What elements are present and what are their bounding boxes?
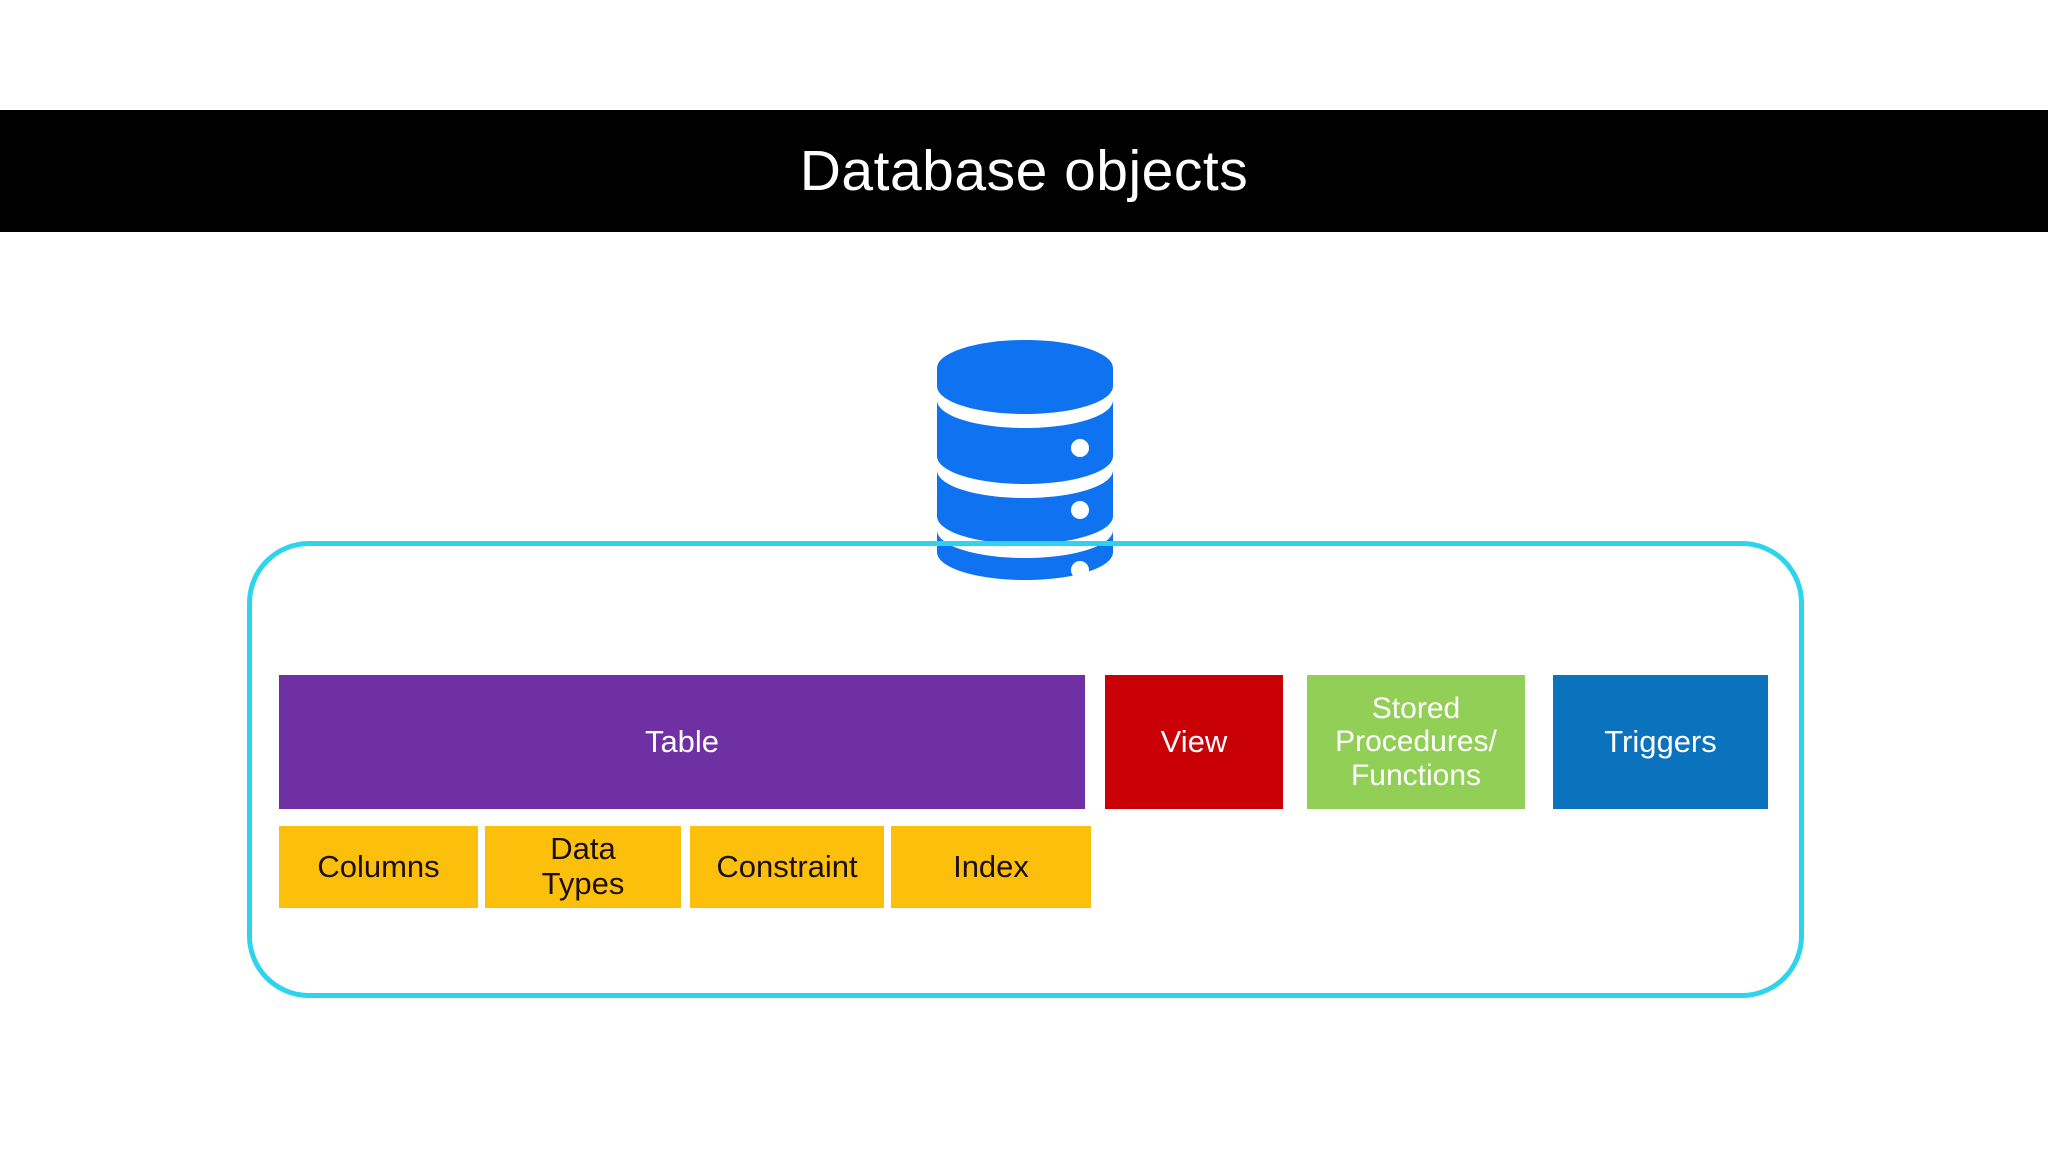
object-box-index-label: Index xyxy=(953,848,1029,884)
object-box-columns[interactable]: Columns xyxy=(279,826,478,908)
object-box-columns-label: Columns xyxy=(317,848,440,884)
object-box-data-types-label: Data Types xyxy=(541,831,625,901)
object-box-constraint-label: Constraint xyxy=(716,848,858,884)
object-box-index[interactable]: Index xyxy=(891,826,1091,908)
object-box-constraint[interactable]: Constraint xyxy=(690,826,884,908)
object-box-table-label: Table xyxy=(644,723,720,759)
object-box-stored-procedures-label: Stored Procedures/ Functions xyxy=(1335,691,1497,792)
database-icon xyxy=(935,338,1115,582)
object-box-triggers-label: Triggers xyxy=(1604,723,1717,759)
object-box-data-types[interactable]: Data Types xyxy=(485,826,681,908)
slide-title-bar: Database objects xyxy=(0,110,2048,232)
database-objects-container xyxy=(247,541,1804,998)
object-box-triggers[interactable]: Triggers xyxy=(1553,675,1768,809)
page-title: Database objects xyxy=(799,138,1249,203)
object-box-table[interactable]: Table xyxy=(279,675,1085,809)
object-box-stored-procedures[interactable]: Stored Procedures/ Functions xyxy=(1307,675,1525,809)
object-box-view-label: View xyxy=(1160,723,1228,759)
object-box-view[interactable]: View xyxy=(1105,675,1283,809)
